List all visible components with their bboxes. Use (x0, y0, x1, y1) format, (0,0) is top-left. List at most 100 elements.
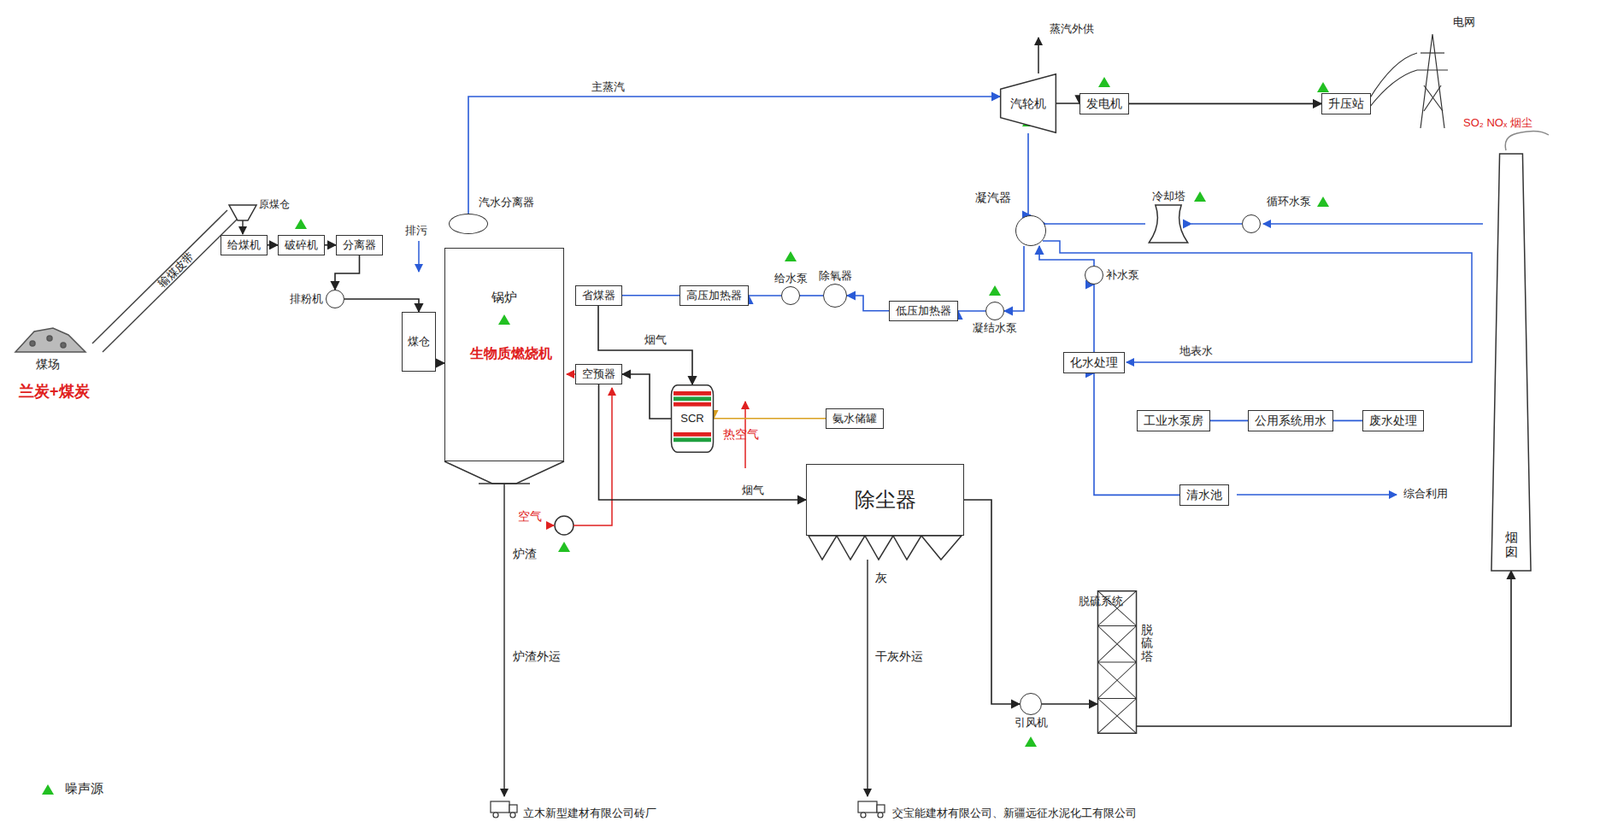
line-art (876, 805, 885, 813)
legend-swatch (41, 783, 55, 796)
line-art (1420, 34, 1445, 129)
smoke (1505, 130, 1549, 151)
annotation-label: 煤场 (35, 357, 60, 372)
line-art (673, 437, 712, 442)
flow-connector (267, 244, 278, 247)
flow-connector (1191, 223, 1242, 225)
process-box: 工业水泵房 (1136, 410, 1211, 432)
line-art (1417, 69, 1448, 71)
noise-triangle (988, 285, 1001, 296)
process-box: 分离器 (335, 235, 383, 256)
node-label: 凝汽器 (975, 190, 1012, 206)
edge-label: 烟气 (642, 333, 669, 348)
flow-connector (847, 295, 889, 312)
noise-triangle (558, 541, 571, 553)
node-label: 高压加热器 (686, 288, 742, 303)
edge-label: 主蒸汽 (589, 80, 627, 95)
process-box: 低压加热器 (888, 300, 959, 322)
node-label: 空预器 (582, 367, 616, 382)
node-label: 废水处理 (1369, 413, 1418, 429)
noise-triangle (1317, 196, 1330, 207)
line-art (478, 482, 530, 485)
process-box: 升压站 (1321, 93, 1371, 115)
line-art (490, 801, 510, 813)
noise-triangle (1098, 76, 1111, 88)
line-art (1097, 589, 1137, 736)
node-label: 烟囱 (1505, 530, 1518, 559)
line-art (860, 812, 866, 818)
node-label: 补水泵 (1105, 268, 1140, 283)
annotation-label: 干灰外运 (875, 649, 888, 665)
edge-label: 烟气 (740, 483, 766, 498)
process-box: 清水池 (1179, 484, 1230, 506)
flow-connector (335, 255, 360, 290)
noise-triangle (1194, 191, 1206, 202)
node-label: 凝结水泵 (972, 321, 1018, 336)
node-label: 给煤机 (227, 238, 261, 253)
annotation-label: 电网 (1452, 15, 1476, 30)
line-art (673, 391, 712, 396)
flow-connector (1093, 284, 1095, 353)
node-label: 锅炉 (491, 289, 518, 306)
process-box: 给煤机 (220, 235, 268, 256)
node-label: 低压加热器 (895, 304, 952, 318)
process-box: 公用系统用水 (1247, 410, 1334, 432)
equipment-symbol: 补水泵 (1084, 265, 1104, 285)
annotation-label: 炉渣 (512, 547, 525, 562)
legend-text: 噪声源 (64, 781, 104, 796)
flow-connector (1210, 420, 1248, 423)
annotation-label: 炉渣外运 (512, 649, 525, 665)
node-label: 煤仓 (407, 335, 430, 349)
blowdown-arrow (417, 241, 420, 272)
flow-connector (964, 500, 1020, 705)
air-fan (547, 374, 746, 536)
line-art (1236, 494, 1397, 496)
line-art (510, 812, 516, 818)
equipment-symbol: 凝结水泵 (985, 301, 1005, 321)
equipment-symbol: 给水泵 (781, 286, 800, 306)
line-art (229, 205, 257, 221)
line-art (47, 335, 53, 342)
line-art (1505, 130, 1549, 151)
node-label: 清水池 (1186, 488, 1223, 503)
process-box: 废水处理 (1362, 410, 1424, 432)
node-label: 排粉机 (289, 292, 324, 306)
line-art (102, 218, 238, 353)
process-box: 省煤器 (575, 285, 623, 306)
annotation-label: SO₂ NOₓ 烟尘 (1463, 116, 1533, 130)
flow-connector (1046, 223, 1146, 225)
equipment-symbol: 排粉机 (325, 289, 345, 309)
flow-connector (748, 294, 782, 297)
flow-connector (958, 310, 986, 312)
node-label: 除氧器 (818, 269, 853, 283)
annotation-label: 交宝能建材有限公司、新疆远征水泥化工有限公司 (892, 806, 1137, 821)
process-box: 煤仓 (401, 311, 436, 372)
line-art (866, 559, 869, 797)
node-label: 化水处理 (1070, 355, 1118, 371)
process-box: SCR (670, 384, 714, 453)
flow-connector (713, 417, 826, 420)
node-label: 氨水储罐 (832, 411, 877, 426)
equipment-symbol: 汽水分离器 (448, 213, 489, 235)
flow-connector (344, 299, 419, 312)
line-art (808, 535, 837, 560)
line-art (673, 396, 712, 401)
equipment-symbol: 循环水泵 (1241, 214, 1261, 234)
process-box: 冷却塔 (1145, 205, 1192, 243)
line-art (1042, 241, 1472, 363)
noise-triangle (498, 314, 511, 325)
flow-connector (599, 384, 807, 500)
flow-connector (468, 96, 1000, 214)
line-art (503, 483, 506, 797)
node-label: 冷却塔 (1152, 189, 1186, 204)
cooling-water-lines (1042, 223, 1483, 495)
line-art (1491, 153, 1531, 571)
flow-connector (800, 294, 824, 297)
annotation-label: 脱硫系统 (1078, 594, 1090, 609)
noise-markers (294, 76, 1330, 748)
noise-triangle (294, 218, 307, 230)
boiler-funnel (444, 461, 565, 797)
